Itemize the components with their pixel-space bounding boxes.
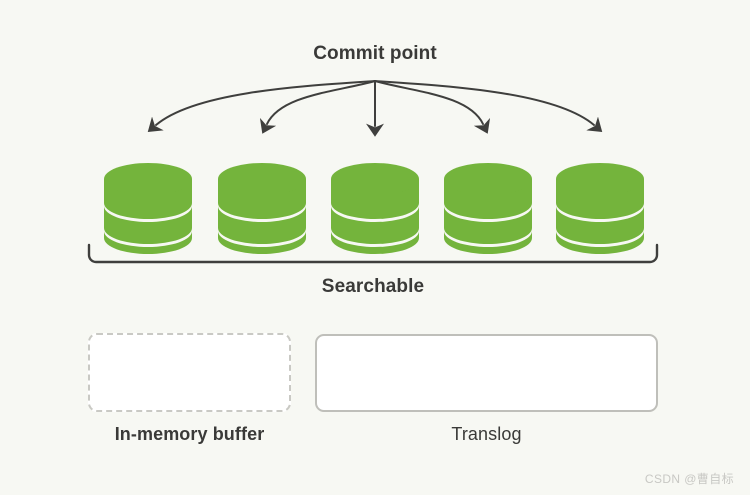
translog-label: Translog [451, 424, 522, 444]
segment-5 [556, 163, 644, 254]
watermark: CSDN @曹自标 [644, 472, 734, 486]
searchable-bracket [87, 243, 659, 264]
searchable-label: Searchable [321, 276, 425, 297]
segment-3 [331, 163, 419, 254]
segment-2 [218, 163, 306, 254]
commit-point-label: Commit point [313, 43, 437, 64]
arrow-to-segment-1 [147, 80, 376, 132]
segment-1 [104, 163, 192, 254]
segment-4 [444, 163, 532, 254]
in-memory-buffer-label: In-memory buffer [114, 424, 265, 444]
commit-point-arrows [147, 80, 603, 137]
arrow-to-segment-4 [374, 80, 491, 134]
translog-box [315, 334, 658, 412]
in-memory-buffer-box [88, 333, 291, 412]
arrow-to-segment-5 [374, 80, 603, 132]
segment-cylinders [104, 163, 644, 254]
arrow-to-segment-2 [259, 80, 376, 134]
